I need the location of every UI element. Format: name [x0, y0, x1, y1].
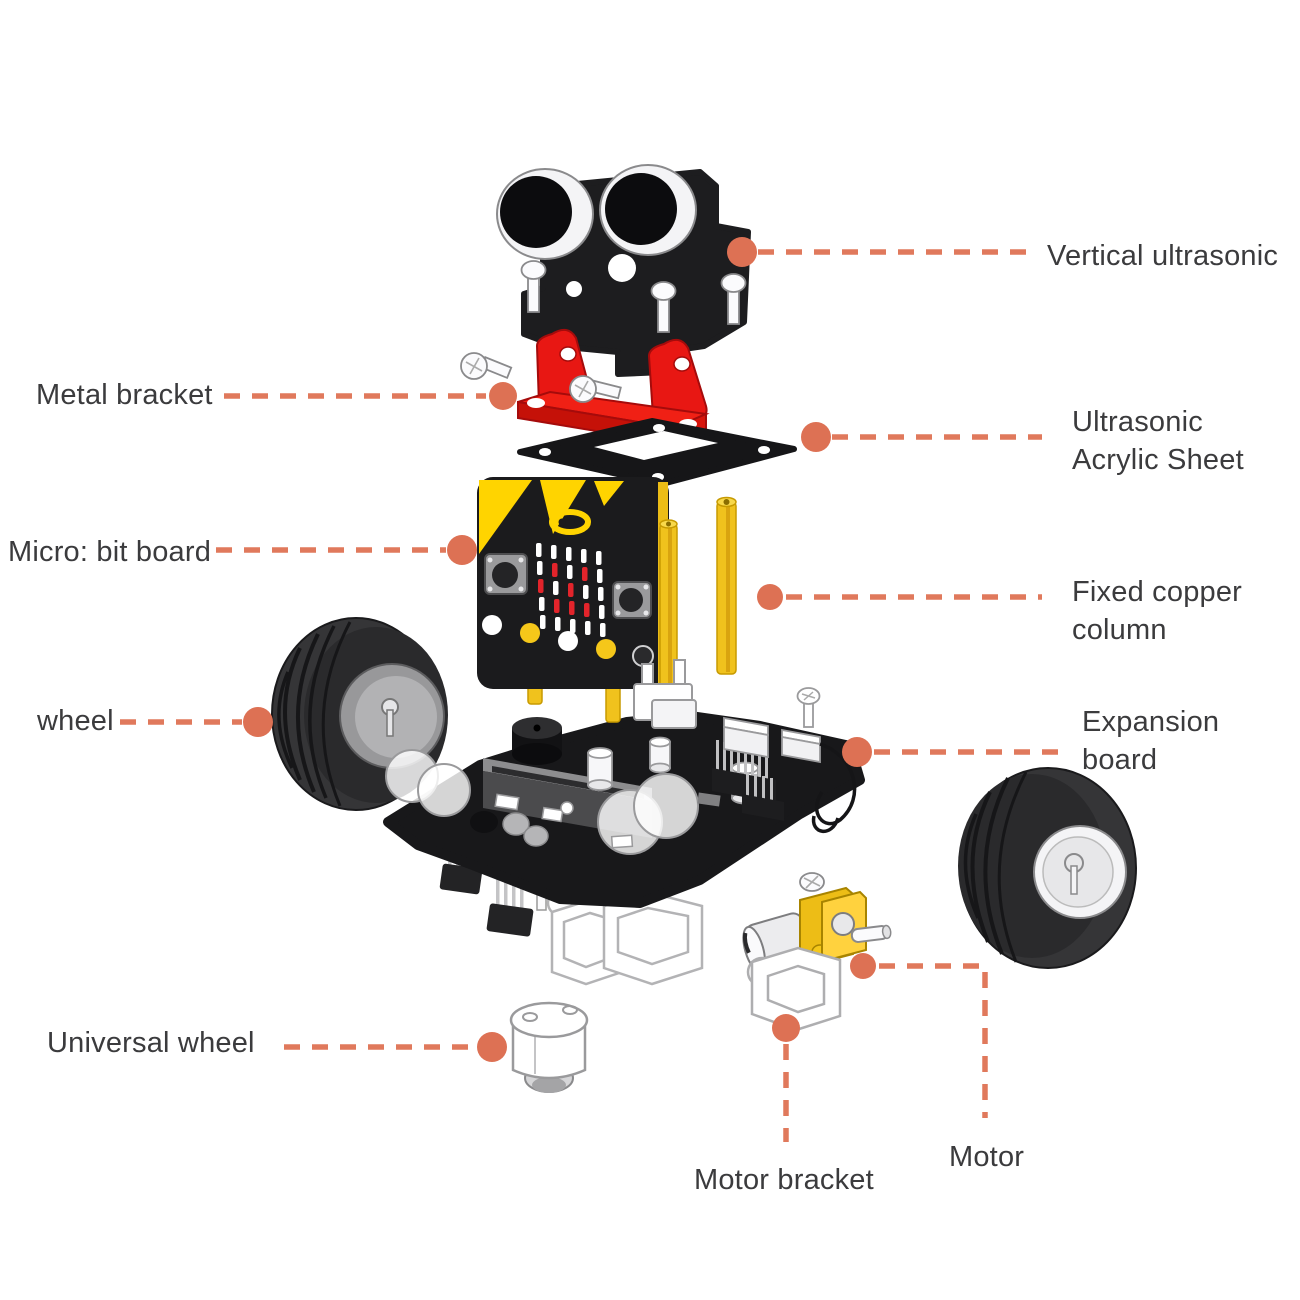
plate-hole-large — [608, 254, 636, 282]
callout-dot-expansion-board — [842, 737, 872, 767]
label-universal-wheel: Universal wheel — [47, 1027, 255, 1059]
label-expansion-board: Expansion board — [1082, 706, 1220, 777]
callout-line-motor — [879, 963, 988, 1118]
part-acrylic-sheet — [517, 418, 797, 487]
callout-dot-copper-column — [757, 584, 783, 610]
motor-screw — [799, 872, 825, 892]
callout-dot-motor — [850, 953, 876, 979]
callout-dot-wheel — [243, 707, 273, 737]
part-copper-columns — [659, 496, 737, 703]
microbit-button-a — [484, 553, 528, 595]
pin-connector-2 — [486, 874, 534, 937]
part-vertical-ultrasonic — [496, 164, 751, 377]
part-microbit-board — [477, 477, 669, 723]
white-connectors — [723, 716, 821, 764]
wire — [811, 742, 857, 833]
ultrasonic-transducer-right — [599, 164, 697, 256]
buzzer — [512, 717, 562, 765]
clear-cylinders-center — [597, 773, 699, 855]
bracket-screw-center — [569, 375, 622, 403]
callout-dot-vertical-ultrasonic — [727, 237, 757, 267]
clear-cylinders-left — [385, 749, 471, 817]
ultrasonic-screws — [520, 260, 747, 333]
gray-cylinders — [502, 812, 549, 847]
label-motor: Motor — [949, 1141, 1025, 1173]
bracket-screw-left — [460, 352, 513, 380]
pin-headers-right — [697, 740, 784, 821]
microbit-logo — [549, 509, 591, 535]
label-ultrasonic-acrylic-sheet: Ultrasonic Acrylic Sheet — [1072, 406, 1244, 477]
ir-receiver — [470, 811, 498, 833]
ultrasonic-transducer-left — [496, 168, 594, 260]
part-battery-connector — [633, 659, 697, 729]
label-fixed-copper-column: Fixed copper column — [1072, 576, 1243, 647]
microbit-button-b — [612, 581, 652, 619]
callout-dot-acrylic-sheet — [801, 422, 831, 452]
plate-hole-small — [566, 281, 582, 297]
label-vertical-ultrasonic: Vertical ultrasonic — [1047, 240, 1279, 272]
callout-dot-motor-bracket — [772, 1014, 800, 1042]
label-motor-bracket: Motor bracket — [694, 1164, 874, 1196]
part-motor-bracket — [746, 946, 842, 1032]
label-metal-bracket: Metal bracket — [36, 379, 213, 411]
screw — [796, 687, 821, 728]
microbit-led-matrix — [536, 543, 606, 637]
part-wheel-right — [958, 767, 1137, 969]
white-chips — [494, 793, 634, 849]
part-expansion-board — [383, 687, 865, 986]
bracket-outline-2 — [599, 881, 704, 986]
label-wheel: wheel — [37, 705, 114, 737]
callout-dot-microbit — [447, 535, 477, 565]
label-micro-bit-board: Micro: bit board — [8, 536, 212, 568]
callout-dot-universal-wheel — [477, 1032, 507, 1062]
callout-dot-metal-bracket — [489, 382, 517, 410]
callouts — [120, 237, 1068, 1142]
part-universal-wheel — [509, 1001, 589, 1093]
